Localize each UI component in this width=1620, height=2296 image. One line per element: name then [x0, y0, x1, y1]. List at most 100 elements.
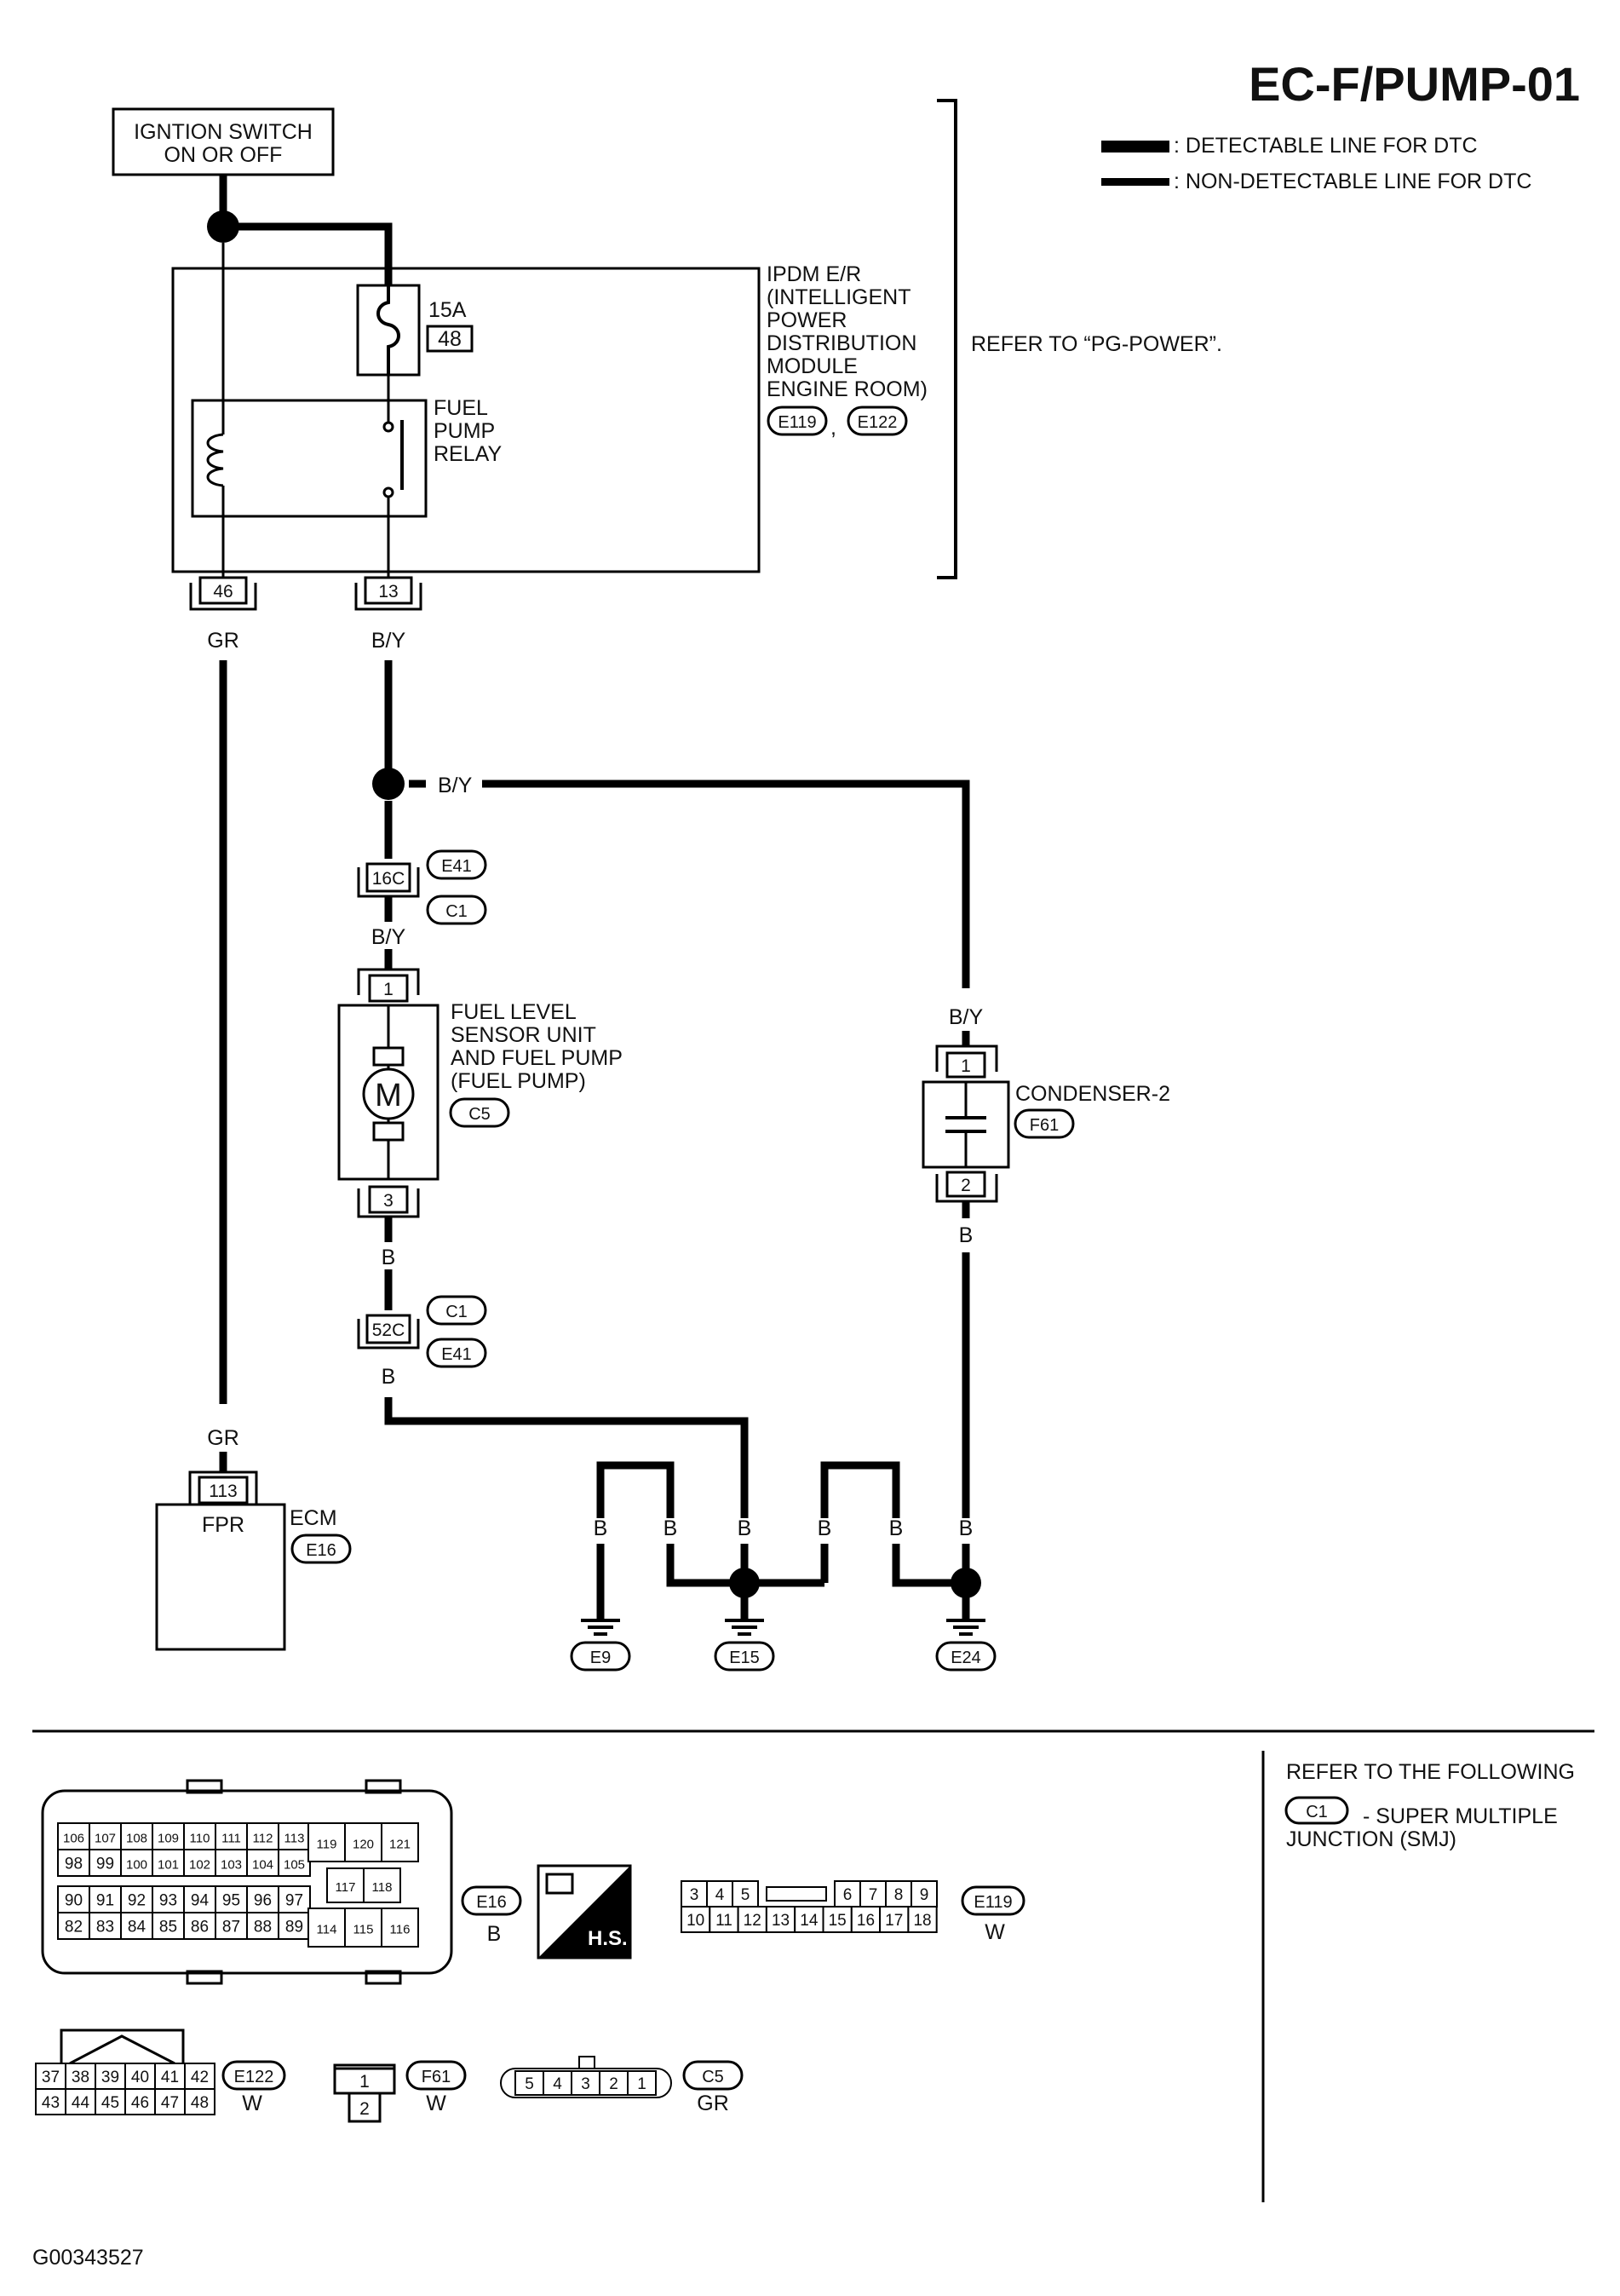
legend-non-detectable-label: : NON-DETECTABLE LINE FOR DTC — [1174, 170, 1531, 193]
e16-pin-87-box — [215, 1912, 248, 1940]
e16-pin-115-box — [344, 1908, 382, 1948]
wire-ground-join-left — [666, 1544, 744, 1587]
e16-pin-85-box — [152, 1912, 185, 1940]
e16-pin-111: 111 — [221, 1832, 241, 1846]
e119-pin-9: 9 — [920, 1886, 929, 1904]
motor-symbol: M — [375, 1078, 402, 1113]
legend-e16-color: B — [487, 1922, 502, 1946]
wire-fuse-feed — [223, 222, 393, 285]
ground-wire-color-4: B — [818, 1516, 832, 1540]
relay-box — [191, 399, 428, 518]
motor-brush-bottom — [372, 1121, 405, 1142]
e16-pin-85: 85 — [159, 1919, 177, 1936]
ipdm-connector-2: E122 — [858, 413, 898, 432]
legend-f61-pin-1: 1 — [359, 2072, 370, 2092]
connector-e41-badge-b — [426, 1338, 487, 1368]
fuel-pump-line2: SENSOR UNIT — [451, 1023, 596, 1047]
e16-pin-100-box — [120, 1849, 153, 1877]
legend-e16-id: E16 — [476, 1893, 507, 1912]
ignition-switch-line1: IGNTION SWITCH — [134, 120, 313, 144]
ground-e15-badge — [714, 1641, 775, 1672]
e122-pin-47: 47 — [161, 2094, 179, 2112]
wire-color-by-cond: B/Y — [949, 1005, 984, 1029]
c5-pin-4: 4 — [553, 2075, 562, 2093]
relay-contact-bottom — [382, 486, 394, 498]
e16-pin-104-box — [246, 1849, 279, 1877]
e119-pin-15: 15 — [829, 1912, 847, 1930]
e122-pin-46: 46 — [131, 2094, 149, 2112]
e16-pin-90-box — [57, 1885, 90, 1913]
ground-jumper-left — [596, 1461, 675, 1518]
e119-pin-5: 5 — [741, 1886, 750, 1904]
e16-pin-96: 96 — [254, 1892, 272, 1910]
e122-pin-48: 48 — [191, 2094, 209, 2112]
e16-pin-99: 99 — [96, 1856, 114, 1873]
e122-pin-41: 41 — [161, 2069, 179, 2086]
e16-pin-102-box — [183, 1849, 216, 1877]
legend-f61-id: F61 — [422, 2068, 451, 2086]
fuse-icon — [376, 285, 400, 375]
ecm-pin-name: FPR — [202, 1513, 244, 1537]
power-bracket — [937, 99, 957, 579]
e16-pin-119: 119 — [317, 1838, 337, 1852]
e122-pin-37-box — [35, 2063, 66, 2090]
e16-pin-113: 113 — [284, 1832, 305, 1846]
wire-color-b-smj: B — [382, 1365, 396, 1389]
ecm-pin-shell — [188, 1470, 258, 1504]
legend-e119-id: E119 — [974, 1893, 1012, 1912]
e122-pin-46-box — [124, 2088, 156, 2115]
ground-wire-color-5: B — [889, 1516, 904, 1540]
e16-pin-84: 84 — [128, 1919, 146, 1936]
e122-pin-37: 37 — [42, 2069, 60, 2086]
cond-pin2-box — [945, 1171, 986, 1198]
e119-pin-16: 16 — [857, 1912, 875, 1930]
e122-pin-45: 45 — [101, 2094, 119, 2112]
e122-pin-42-box — [184, 2063, 215, 2090]
refer-c1-badge — [1284, 1796, 1349, 1825]
legend-e122-id: E122 — [234, 2068, 274, 2086]
connector-e41-a: E41 — [441, 857, 472, 876]
e16-pin-116: 116 — [390, 1923, 411, 1937]
ground-wire-color-1: B — [594, 1516, 608, 1540]
e119-pin-7: 7 — [869, 1886, 878, 1904]
relay-contact-top — [382, 421, 394, 433]
relay-line3: RELAY — [434, 442, 502, 466]
pin-13-box — [364, 576, 413, 605]
e16-pin-82: 82 — [65, 1919, 83, 1936]
e16-pin-106: 106 — [63, 1832, 84, 1846]
connector-f61: F61 — [1030, 1116, 1059, 1135]
ipdm-connector-separator: , — [830, 416, 836, 440]
condenser-label: CONDENSER-2 — [1015, 1082, 1170, 1106]
ground-wire-color-2: B — [664, 1516, 678, 1540]
e16-pin-110: 110 — [190, 1832, 210, 1846]
ipdm-connector-1: E119 — [778, 413, 816, 432]
pin-46: 46 — [213, 582, 233, 601]
ground-symbol-e24 — [946, 1619, 985, 1636]
connector-c1-b: C1 — [445, 1303, 468, 1321]
e16-pin-98-box — [57, 1849, 90, 1877]
ipdm-line2: (INTELLIGENT — [767, 285, 911, 309]
connector-c5: C5 — [468, 1105, 491, 1124]
e16-pin-90: 90 — [65, 1892, 83, 1910]
e16-pin-112: 112 — [253, 1832, 273, 1846]
ground-e15-label: E15 — [729, 1649, 760, 1667]
e16-pin-101: 101 — [158, 1858, 179, 1873]
fuse-number-box — [426, 325, 474, 353]
e119-latch — [766, 1886, 827, 1902]
fuel-pump-line4: (FUEL PUMP) — [451, 1069, 586, 1093]
e119-pin-17: 17 — [885, 1912, 903, 1930]
wire-color-gr-top: GR — [207, 629, 239, 653]
e16-pin-92: 92 — [128, 1892, 146, 1910]
fuse-number: 48 — [438, 327, 462, 351]
e16-pin-103: 103 — [221, 1858, 242, 1873]
e16-pin-117: 117 — [336, 1880, 356, 1895]
c5-key — [578, 2056, 595, 2069]
e16-pin-105: 105 — [284, 1858, 305, 1873]
ground-symbol-e15 — [725, 1619, 764, 1636]
e122-pin-39: 39 — [101, 2069, 119, 2086]
legend-e122-color: W — [242, 2092, 262, 2115]
ecm-label: ECM — [290, 1506, 337, 1530]
e119-pin-3: 3 — [690, 1886, 699, 1904]
c5-pin-1: 1 — [637, 2075, 646, 2093]
